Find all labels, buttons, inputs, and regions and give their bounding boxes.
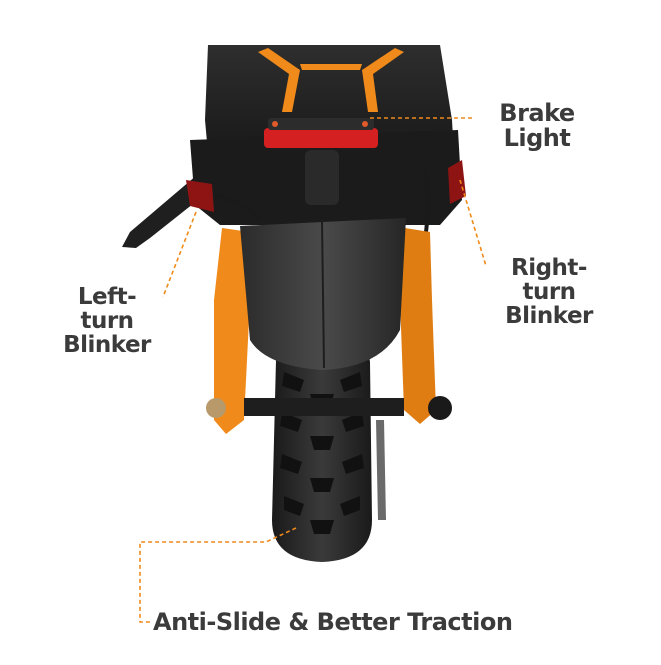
deck-accent-left: [258, 48, 300, 112]
right-blinker: [448, 160, 466, 204]
right-turn-blinker-label-line2: Blinker: [505, 303, 593, 330]
left-blinker-pointer: [162, 211, 197, 298]
swingarm-right: [400, 228, 436, 424]
axle: [244, 398, 404, 416]
left-turn-blinker-label: Left-turn Blinker: [56, 284, 158, 359]
rear-shock: [305, 150, 339, 205]
swingarm-left: [214, 228, 250, 434]
callout-lines: [139, 117, 487, 623]
deck-accent-bar: [300, 64, 362, 70]
brake-light: [264, 128, 378, 148]
traction-label: Anti-Slide & Better Traction: [153, 608, 513, 636]
left-turn-blinker-label-line2: Blinker: [63, 332, 151, 359]
right-blinker-pointer: [459, 179, 487, 267]
right-turn-blinker-label: Right-turn Blinker: [487, 255, 611, 330]
deck-accent-right: [362, 48, 404, 112]
left-turn-blinker-label-line1: Left-turn: [77, 284, 137, 335]
brake-light-housing: [268, 118, 374, 130]
traction-pointer: [139, 527, 297, 623]
axle-bolt-left: [206, 398, 226, 418]
brake-light-label-line2: Light: [503, 124, 571, 153]
brake-light-label-line1: Brake: [499, 99, 575, 127]
axle-bolt-right: [428, 396, 452, 420]
brake-cable-left: [214, 193, 262, 222]
brake-light-label: Brake Light: [497, 99, 577, 153]
right-turn-blinker-label-line1: Right-turn: [511, 255, 587, 306]
brake-disc: [376, 420, 386, 520]
left-blinker: [186, 180, 214, 212]
kickstand: [122, 175, 203, 248]
